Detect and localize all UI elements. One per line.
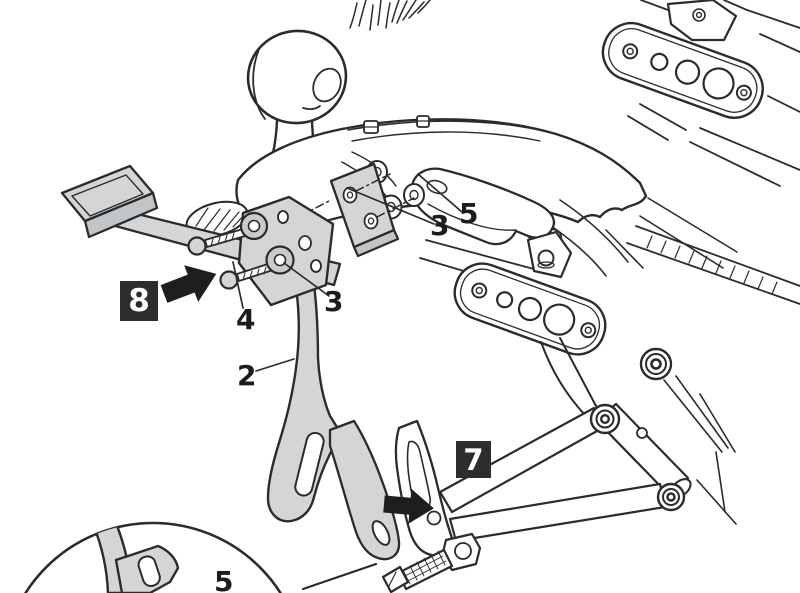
rear-frame-upper (601, 0, 800, 187)
part-label-5-detail: 5 (214, 565, 234, 593)
leader-lines (232, 173, 463, 372)
sketch-hatching (349, 0, 431, 31)
footpeg (381, 548, 454, 593)
detail-pointer-line (301, 562, 378, 591)
bolt-part4 (187, 211, 269, 256)
part-label-2-arm: 2 (237, 359, 257, 392)
part-label-3-plate: 3 (324, 285, 344, 318)
detail-circle (24, 521, 378, 593)
part-label-4-bolts: 4 (236, 303, 256, 336)
part-label-3-washers: 3 (430, 209, 450, 242)
frame-side-plate-upper (601, 21, 764, 119)
part-label-5-bracket: 5 (459, 197, 479, 230)
mounting-plate (187, 195, 335, 307)
frame-side-plate-mid (453, 262, 607, 356)
push-arrow-8-icon (156, 255, 224, 313)
step-badge-8: 8 (120, 281, 158, 321)
step-badge-7: 7 (456, 441, 491, 478)
rear-frame-mid (419, 225, 800, 543)
bolt-part4 (219, 245, 295, 290)
